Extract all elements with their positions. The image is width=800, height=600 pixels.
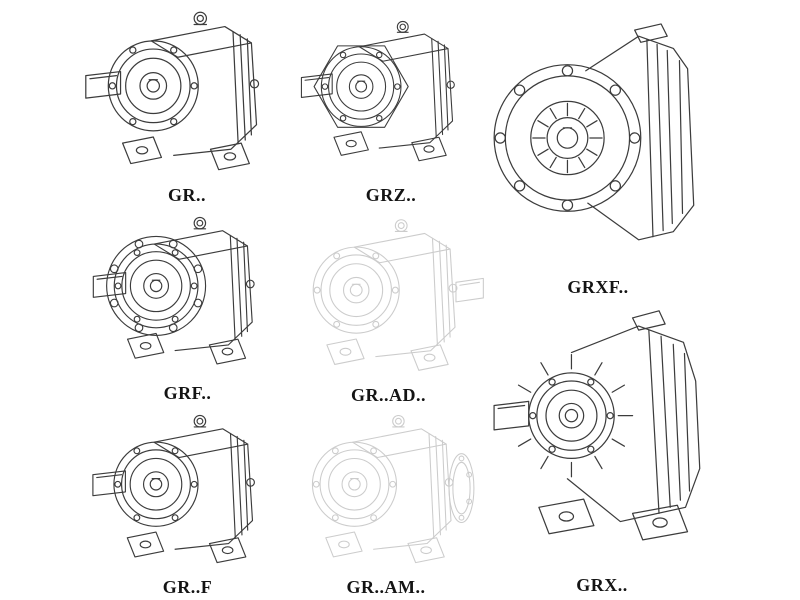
label-grxf: GRXF..	[567, 277, 629, 297]
figure-grx: GRX..	[490, 296, 714, 598]
gearbox-drawing-grf	[92, 216, 255, 365]
label-grz: GRZ..	[365, 185, 417, 205]
figure-grz: GRZ..	[296, 0, 486, 208]
label-grf: GRF..	[163, 383, 212, 403]
figure-gr: GR..	[78, 0, 296, 208]
figure-gr-ad: GR..AD..	[285, 208, 492, 408]
gearbox-drawing-grz	[300, 20, 455, 162]
label-gr-am: GR..AM..	[346, 577, 426, 597]
figure-gr-am: GR..AM..	[285, 404, 487, 600]
gearbox-drawing-grxf	[493, 23, 695, 241]
label-gr-ad: GR..AD..	[351, 385, 426, 405]
label-gr-f: GR..F	[162, 577, 213, 597]
figure-gr-f: GR..F	[80, 404, 295, 600]
gearbox-drawing-gr-ad	[312, 219, 484, 371]
figure-grxf: GRXF..	[486, 0, 710, 300]
gearbox-drawing-gr-am	[311, 414, 475, 564]
gearbox-drawing-gr-f	[92, 414, 255, 564]
figure-grf: GRF..	[80, 206, 295, 406]
gearbox-drawing-gr	[85, 11, 260, 171]
label-gr: GR..	[168, 185, 206, 205]
label-grx: GRX..	[576, 575, 628, 595]
gearbox-drawing-grx	[493, 310, 701, 541]
